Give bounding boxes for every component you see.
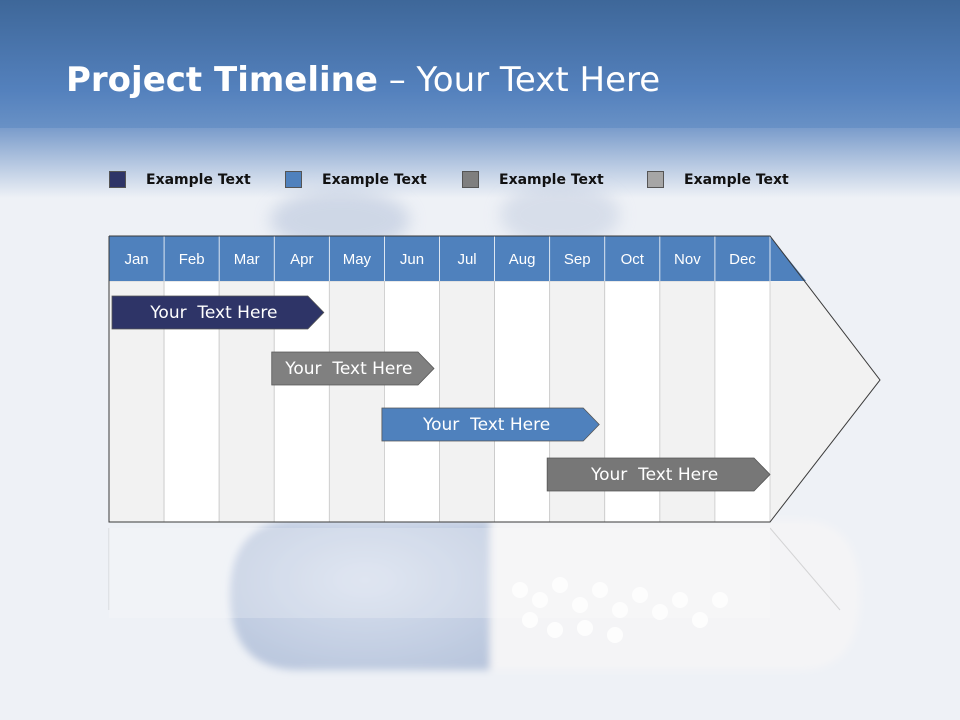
month-label: Dec (729, 251, 756, 268)
legend-label: Example Text (499, 172, 604, 188)
task-label: Your Text Here (422, 415, 550, 435)
legend-swatch (647, 171, 664, 188)
legend-label: Example Text (684, 172, 789, 188)
task-arrow: Your Text Here (546, 457, 771, 492)
month-column (439, 280, 495, 523)
task-label: Your Text Here (284, 359, 412, 379)
slide-title: Project Timeline – Your Text Here (66, 60, 660, 100)
task-arrow-shape (546, 457, 771, 492)
timeline-arrow-outline (108, 235, 881, 523)
title-bold: Project Timeline (66, 60, 378, 100)
legend-swatch (285, 171, 302, 188)
month-label: Jan (124, 251, 148, 268)
month-label: Mar (234, 251, 260, 268)
month-label: Feb (179, 251, 205, 268)
task-label: Your Text Here (149, 303, 277, 323)
task-arrow-shape (111, 295, 325, 330)
month-label: Jul (457, 251, 476, 268)
legend-label: Example Text (322, 172, 427, 188)
month-column (384, 280, 440, 523)
month-label: Jun (400, 251, 424, 268)
month-label: May (343, 251, 372, 268)
task-arrow: Your Text Here (381, 407, 600, 442)
month-label: Aug (509, 251, 536, 268)
legend-label: Example Text (146, 172, 251, 188)
legend-swatch (462, 171, 479, 188)
month-label: Nov (674, 251, 701, 268)
title-rest: – Your Text Here (377, 60, 661, 100)
legend-swatch (109, 171, 126, 188)
task-arrow-shape (381, 407, 600, 442)
month-label: Oct (621, 251, 645, 268)
task-arrow-shape (271, 351, 435, 386)
month-label: Apr (290, 251, 313, 268)
task-label: Your Text Here (590, 465, 718, 485)
task-arrow: Your Text Here (271, 351, 435, 386)
month-label: Sep (564, 251, 591, 268)
month-column (328, 280, 385, 523)
task-arrow: Your Text Here (111, 295, 325, 330)
month-column (494, 280, 551, 523)
